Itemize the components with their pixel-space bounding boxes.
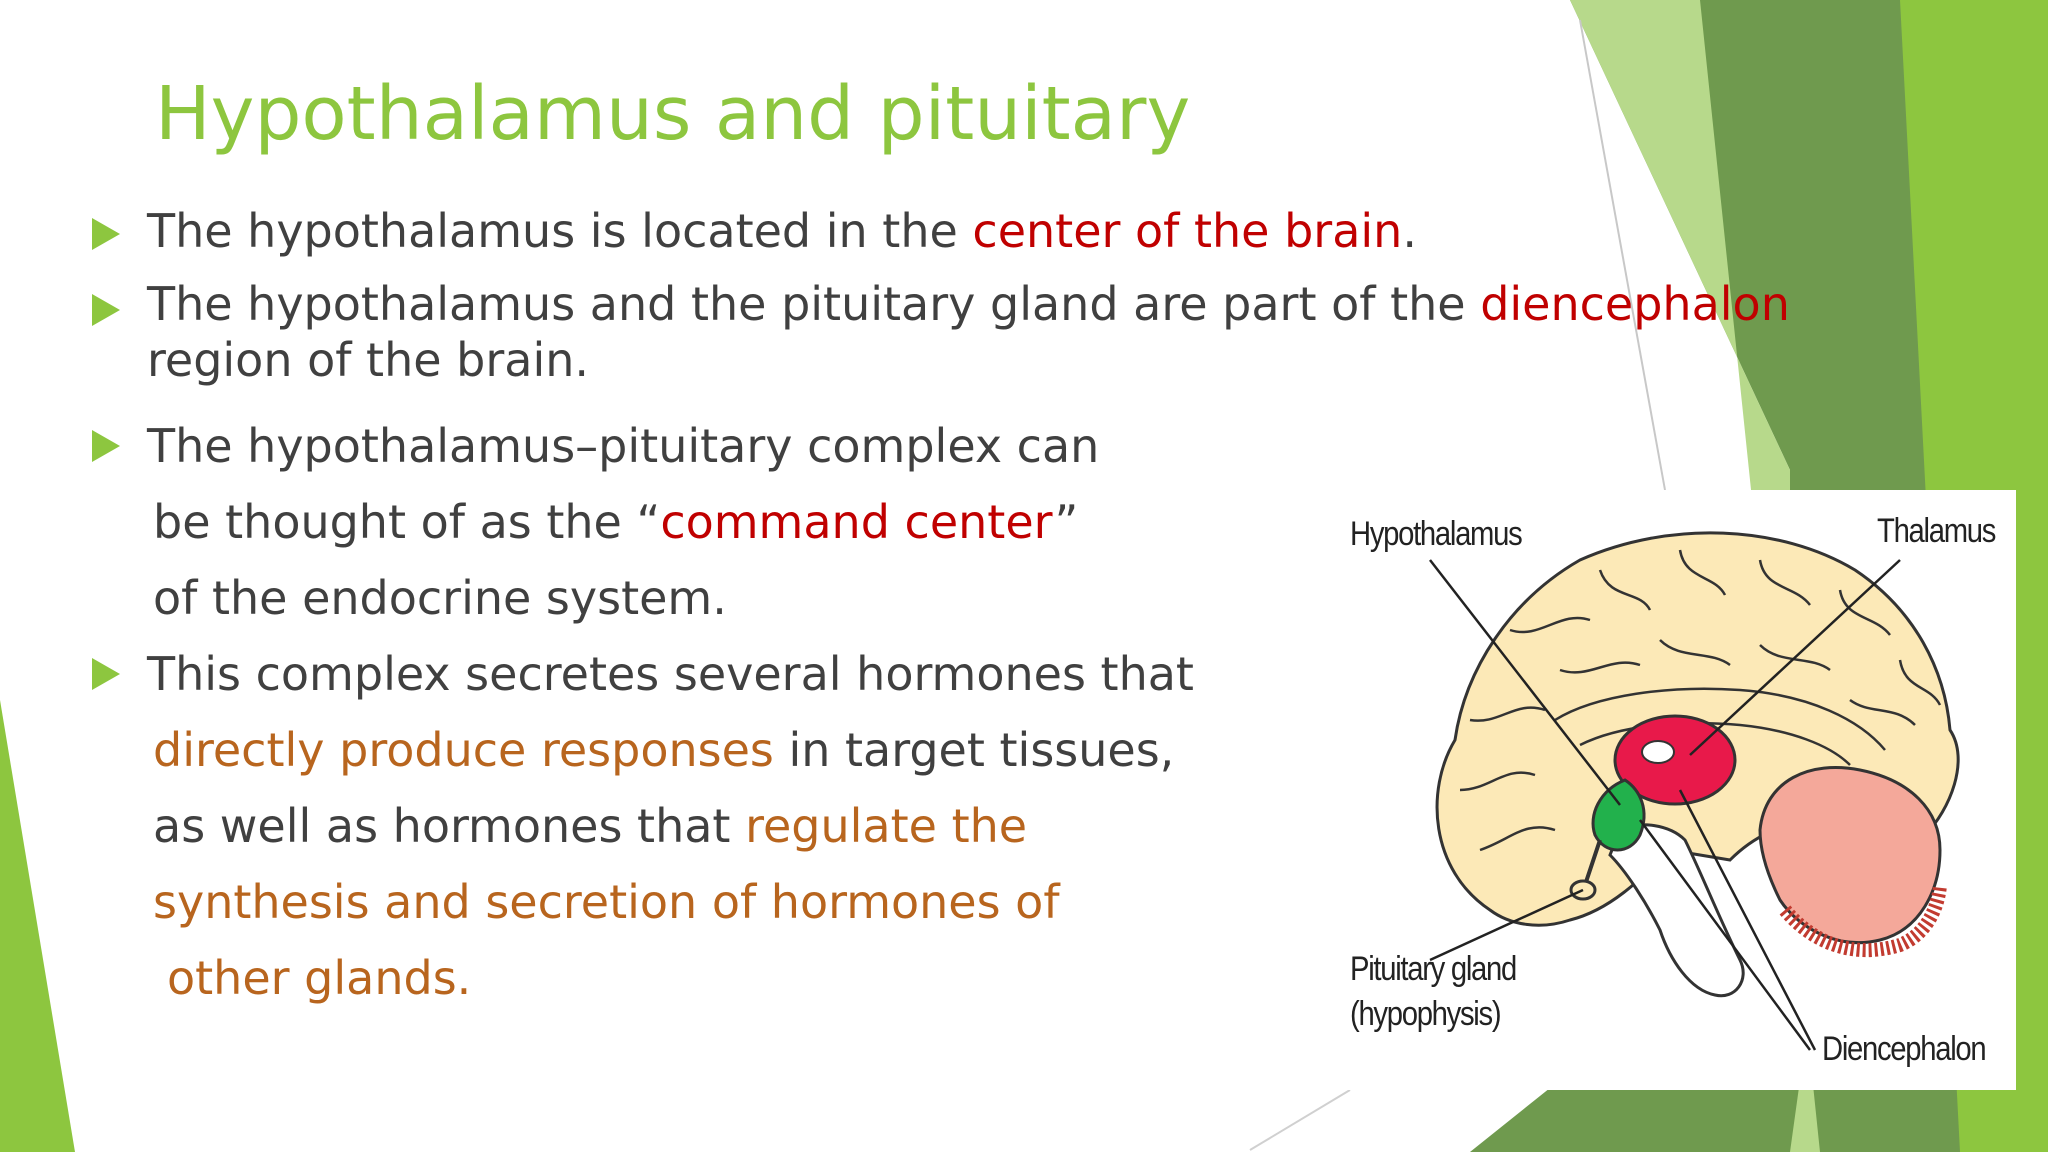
- bullet-line: of the endocrine system.: [153, 571, 727, 625]
- thin-bottom-line: [1249, 1089, 1351, 1151]
- bullet-text: in target tissues,: [773, 723, 1175, 777]
- slide-title: Hypothalamus and pituitary: [155, 71, 1191, 157]
- bullet-line: region of the brain.: [147, 333, 590, 387]
- thalamus-leader: [1689, 559, 1901, 756]
- bullet-line: The hypothalamus is located in the cente…: [147, 200, 1842, 262]
- bullet-text: .: [1402, 204, 1417, 258]
- bullet-line: The hypothalamus–pituitary complex can: [147, 419, 1100, 473]
- bullet-line: be thought of as the “command center”: [147, 484, 1842, 560]
- leader-lines: [1429, 559, 1901, 1051]
- bullet-line: synthesis and secretion of hormones of: [153, 875, 1060, 929]
- highlight-text: command center: [660, 495, 1055, 549]
- thalamus-inner: [1641, 740, 1675, 764]
- triangle-bullet-icon: [92, 658, 120, 690]
- bullet-item-command-center: The hypothalamus–pituitary complex can b…: [92, 408, 1842, 636]
- triangle-bullet-icon: [92, 294, 120, 326]
- bullet-text: The hypothalamus is located in the: [147, 204, 973, 258]
- brain-illustration: [1429, 531, 1960, 1051]
- bullet-text: The hypothalamus and the pituitary gland…: [147, 277, 1481, 331]
- thalamus-shape: [1613, 714, 1737, 806]
- highlight-text: diencephalon: [1480, 277, 1790, 331]
- bullet-line: directly produce responses in target tis…: [147, 712, 1842, 788]
- highlight-text: directly produce responses: [153, 723, 774, 777]
- hypothalamus-shape: [1591, 778, 1646, 852]
- bottom-green-corner: [1470, 1080, 1800, 1152]
- cerebellum-folia: [1779, 884, 1947, 958]
- highlight-text: regulate the: [745, 799, 1028, 853]
- highlight-text: center of the brain: [972, 204, 1403, 258]
- diencephalon-leader-2: [1678, 789, 1817, 1051]
- bullet-text: ”: [1054, 495, 1079, 549]
- bullet-line: The hypothalamus and the pituitary gland…: [147, 276, 1842, 332]
- diencephalon-leader-1: [1638, 819, 1812, 1051]
- bullet-line: other glands.: [167, 951, 472, 1005]
- bullet-text: be thought of as the “: [153, 495, 661, 549]
- triangle-bullet-icon: [92, 430, 120, 462]
- label-hypothalamus: Hypothalamus: [1350, 515, 1523, 553]
- bullet-list: The hypothalamus is located in the cente…: [92, 200, 1842, 1016]
- left-green-strip: [0, 700, 75, 1152]
- bullet-text: as well as hormones that: [153, 799, 746, 853]
- label-diencephalon: Diencephalon: [1822, 1030, 1987, 1068]
- bullet-item-location: The hypothalamus is located in the cente…: [92, 200, 1842, 262]
- bullet-line: This complex secretes several hormones t…: [147, 647, 1194, 701]
- triangle-bullet-icon: [92, 218, 120, 250]
- bullet-item-hormones: This complex secretes several hormones t…: [92, 636, 1842, 1016]
- label-thalamus: Thalamus: [1877, 512, 1996, 550]
- brain-diagram: Hypothalamus Thalamus Pituitary gland (h…: [1340, 490, 2016, 1090]
- bullet-line: as well as hormones that regulate the: [147, 788, 1842, 864]
- hypothalamus-leader: [1429, 559, 1621, 806]
- thin-divider-line: [1579, 19, 1666, 491]
- label-hypophysis: (hypophysis): [1350, 995, 1502, 1033]
- bullet-item-diencephalon: The hypothalamus and the pituitary gland…: [92, 276, 1842, 388]
- brain-gyri: [1459, 549, 1942, 852]
- pituitary-leader: [1429, 888, 1584, 962]
- brainstem-shape: [1608, 823, 1745, 998]
- label-pituitary-gland: Pituitary gland: [1350, 950, 1517, 988]
